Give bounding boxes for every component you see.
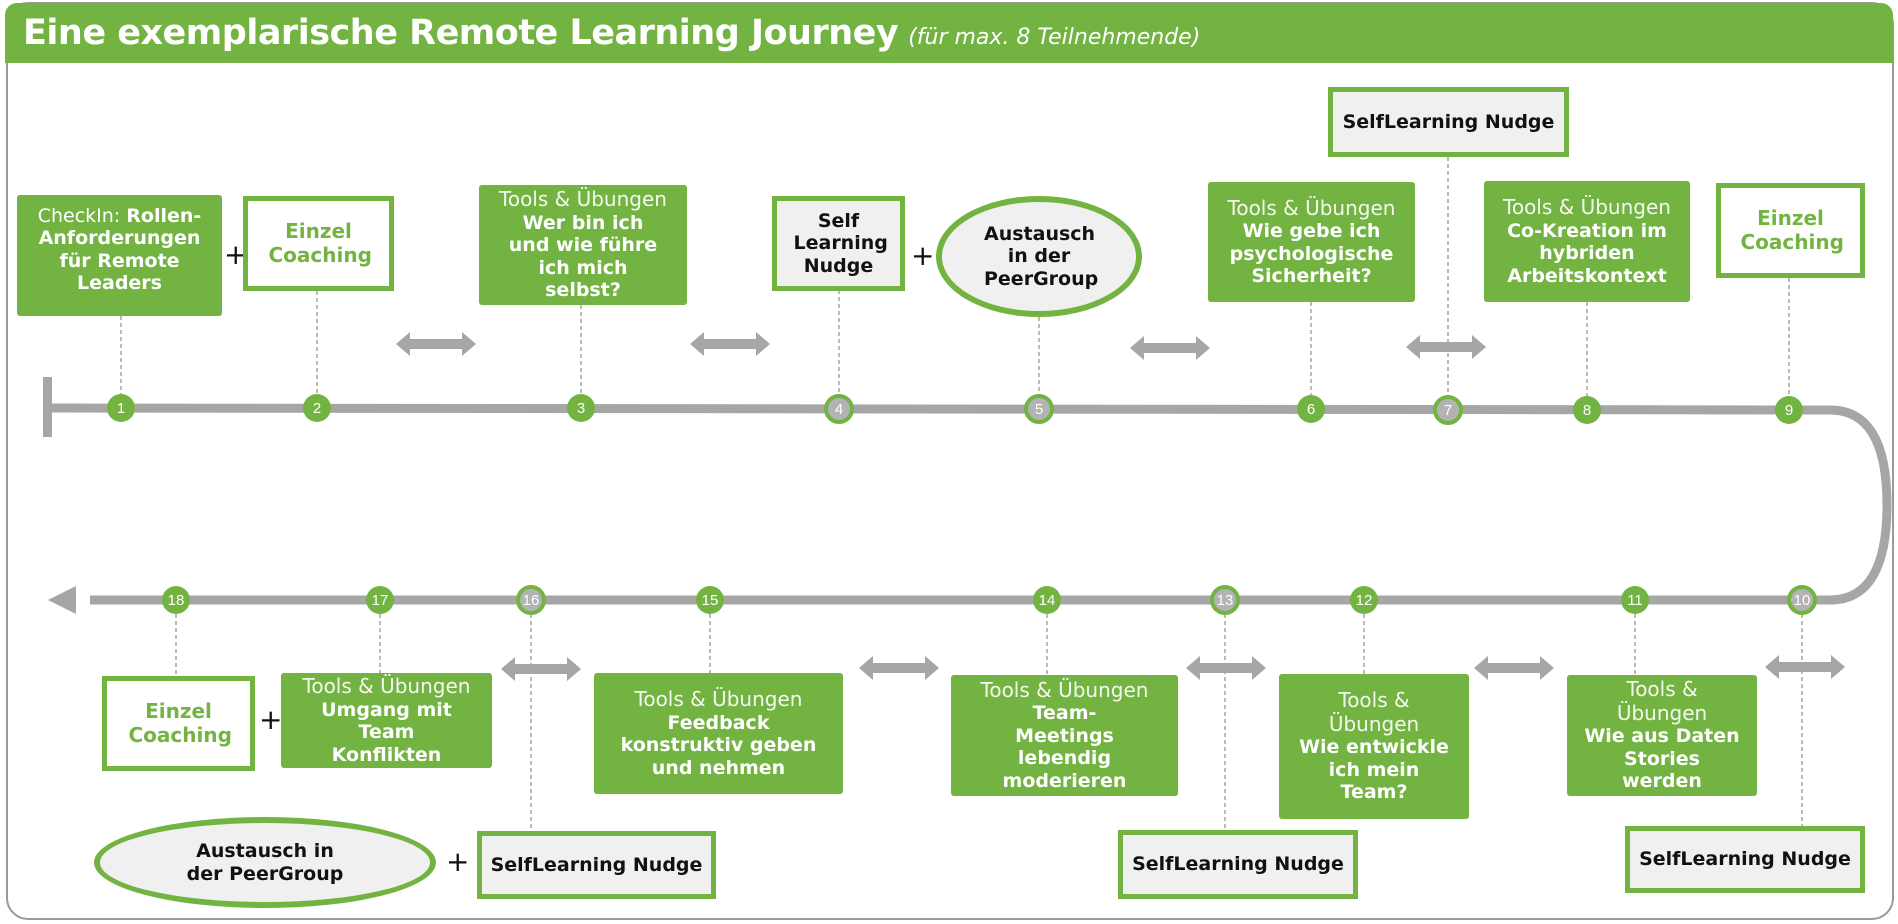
step-node-12: 12 [1350, 586, 1378, 614]
step-8-tools: Tools & Übungen Co-Kreation im hybriden … [1484, 181, 1690, 302]
step-15-tools: Tools & Übungen Feedback konstruktiv geb… [594, 673, 843, 794]
step-1-checkin: CheckIn: Rollen-Anforderungen für Remote… [17, 195, 222, 316]
plus-sign: + [224, 238, 248, 271]
step-3-kicker: Tools & Übungen [499, 187, 667, 212]
step-9-einzel-coaching: Einzel Coaching [1716, 183, 1865, 278]
double-arrow-icon [1765, 655, 1845, 679]
connector-lines [120, 157, 1803, 831]
step-14-kicker: Tools & Übungen [980, 677, 1149, 702]
step-13-selflearning-nudge: SelfLearning Nudge [1118, 830, 1358, 899]
step-10-selflearning-nudge: SelfLearning Nudge [1625, 826, 1865, 893]
step-15-kicker: Tools & Übungen [634, 687, 803, 712]
step-6-tools: Tools & Übungen Wie gebe ich psychologis… [1208, 182, 1415, 302]
step-6-kicker: Tools & Übungen [1227, 195, 1396, 220]
plus-sign: + [446, 845, 470, 878]
step-6-topic: Wie gebe ich psychologische Sicherheit? [1229, 220, 1394, 287]
step-2-label: Einzel Coaching [268, 218, 372, 267]
step-7-selflearning-nudge: SelfLearning Nudge [1328, 87, 1569, 157]
header-banner: Eine exemplarische Remote Learning Journ… [5, 3, 1893, 63]
page-title: Eine exemplarische Remote Learning Journ… [23, 13, 899, 53]
double-arrow-icon [1130, 336, 1210, 360]
double-arrow-icon [1406, 335, 1486, 359]
step-11-topic: Wie aus Daten Stories werden [1584, 725, 1740, 793]
step-10-label: SelfLearning Nudge [1639, 848, 1851, 871]
step-8-topic: Co-Kreation im hybriden Arbeitskontext [1507, 219, 1667, 287]
step-node-9: 9 [1775, 396, 1803, 424]
step-12-topic: Wie entwickle ich mein Team? [1299, 736, 1449, 804]
step-5-label: Austausch in der PeerGroup [984, 222, 1099, 290]
step-12-tools: Tools & Übungen Wie entwickle ich mein T… [1279, 674, 1469, 819]
step-15-topic: Feedback konstruktiv geben und nehmen [620, 711, 817, 779]
step-4-self-learning-nudge: Self Learning Nudge [772, 196, 905, 291]
step-18-label: Einzel Coaching [128, 698, 232, 747]
step-12-kicker: Tools & Übungen [1328, 688, 1420, 736]
step-17-topic: Umgang mit Team Konflikten [321, 698, 452, 766]
transition-arrows [396, 332, 1845, 681]
double-arrow-icon [859, 656, 939, 680]
step-node-2: 2 [303, 394, 331, 422]
end-arrow-icon [48, 586, 76, 614]
page-subtitle: (für max. 8 Teilnehmende) [908, 24, 1201, 50]
step-1-kicker: CheckIn: [37, 205, 127, 227]
double-arrow-icon [501, 657, 581, 681]
step-node-4: 4 [824, 394, 854, 424]
step-node-13: 13 [1210, 585, 1240, 615]
step-13-label: SelfLearning Nudge [1132, 853, 1344, 876]
step-node-11: 11 [1621, 586, 1649, 614]
step-node-17: 17 [366, 586, 394, 614]
start-bar [43, 377, 52, 437]
step-16b-label: Austausch in der PeerGroup [186, 840, 344, 885]
double-arrow-icon [396, 332, 476, 356]
step-9-label: Einzel Coaching [1740, 205, 1844, 254]
double-arrow-icon [690, 332, 770, 356]
step-node-3: 3 [567, 394, 595, 422]
step-node-5: 5 [1024, 394, 1054, 424]
step-node-7: 7 [1433, 395, 1463, 425]
step-node-8: 8 [1573, 396, 1601, 424]
double-arrow-icon [1186, 656, 1266, 680]
plus-sign: + [259, 703, 283, 736]
step-node-1: 1 [107, 394, 135, 422]
step-node-14: 14 [1033, 586, 1061, 614]
step-node-15: 15 [696, 586, 724, 614]
step-17-tools: Tools & Übungen Umgang mit Team Konflikt… [281, 673, 492, 768]
step-8-kicker: Tools & Übungen [1503, 195, 1671, 220]
plus-sign: + [911, 239, 935, 272]
step-17-kicker: Tools & Übungen [302, 674, 471, 699]
step-16-peergroup: Austausch in der PeerGroup [94, 817, 436, 908]
step-node-16: 16 [516, 585, 546, 615]
step-16-selflearning-nudge: SelfLearning Nudge [477, 831, 716, 899]
step-14-topic: Team-Meetings lebendig moderieren [1002, 702, 1127, 792]
step-11-tools: Tools & Übungen Wie aus Daten Stories we… [1567, 675, 1757, 796]
step-3-topic: Wer bin ich und wie führe ich mich selbs… [508, 211, 658, 302]
step-2-einzel-coaching: Einzel Coaching [243, 196, 394, 291]
double-arrow-icon [1474, 656, 1554, 680]
step-node-10: 10 [1787, 585, 1817, 615]
step-5-peergroup: Austausch in der PeerGroup [936, 196, 1142, 317]
step-1-topic: Rollen-Anforderungen für Remote Leaders [38, 205, 202, 295]
step-18-einzel-coaching: Einzel Coaching [102, 676, 255, 771]
step-11-kicker: Tools & Übungen [1616, 677, 1708, 725]
step-14-tools: Tools & Übungen Team-Meetings lebendig m… [951, 675, 1178, 796]
step-4-label: Self Learning Nudge [793, 209, 888, 277]
step-7-label: SelfLearning Nudge [1342, 110, 1555, 133]
step-3-tools: Tools & Übungen Wer bin ich und wie führ… [479, 185, 687, 305]
step-node-6: 6 [1297, 395, 1325, 423]
track-path [47, 403, 1892, 605]
step-16-label: SelfLearning Nudge [490, 853, 703, 876]
step-node-18: 18 [162, 586, 190, 614]
